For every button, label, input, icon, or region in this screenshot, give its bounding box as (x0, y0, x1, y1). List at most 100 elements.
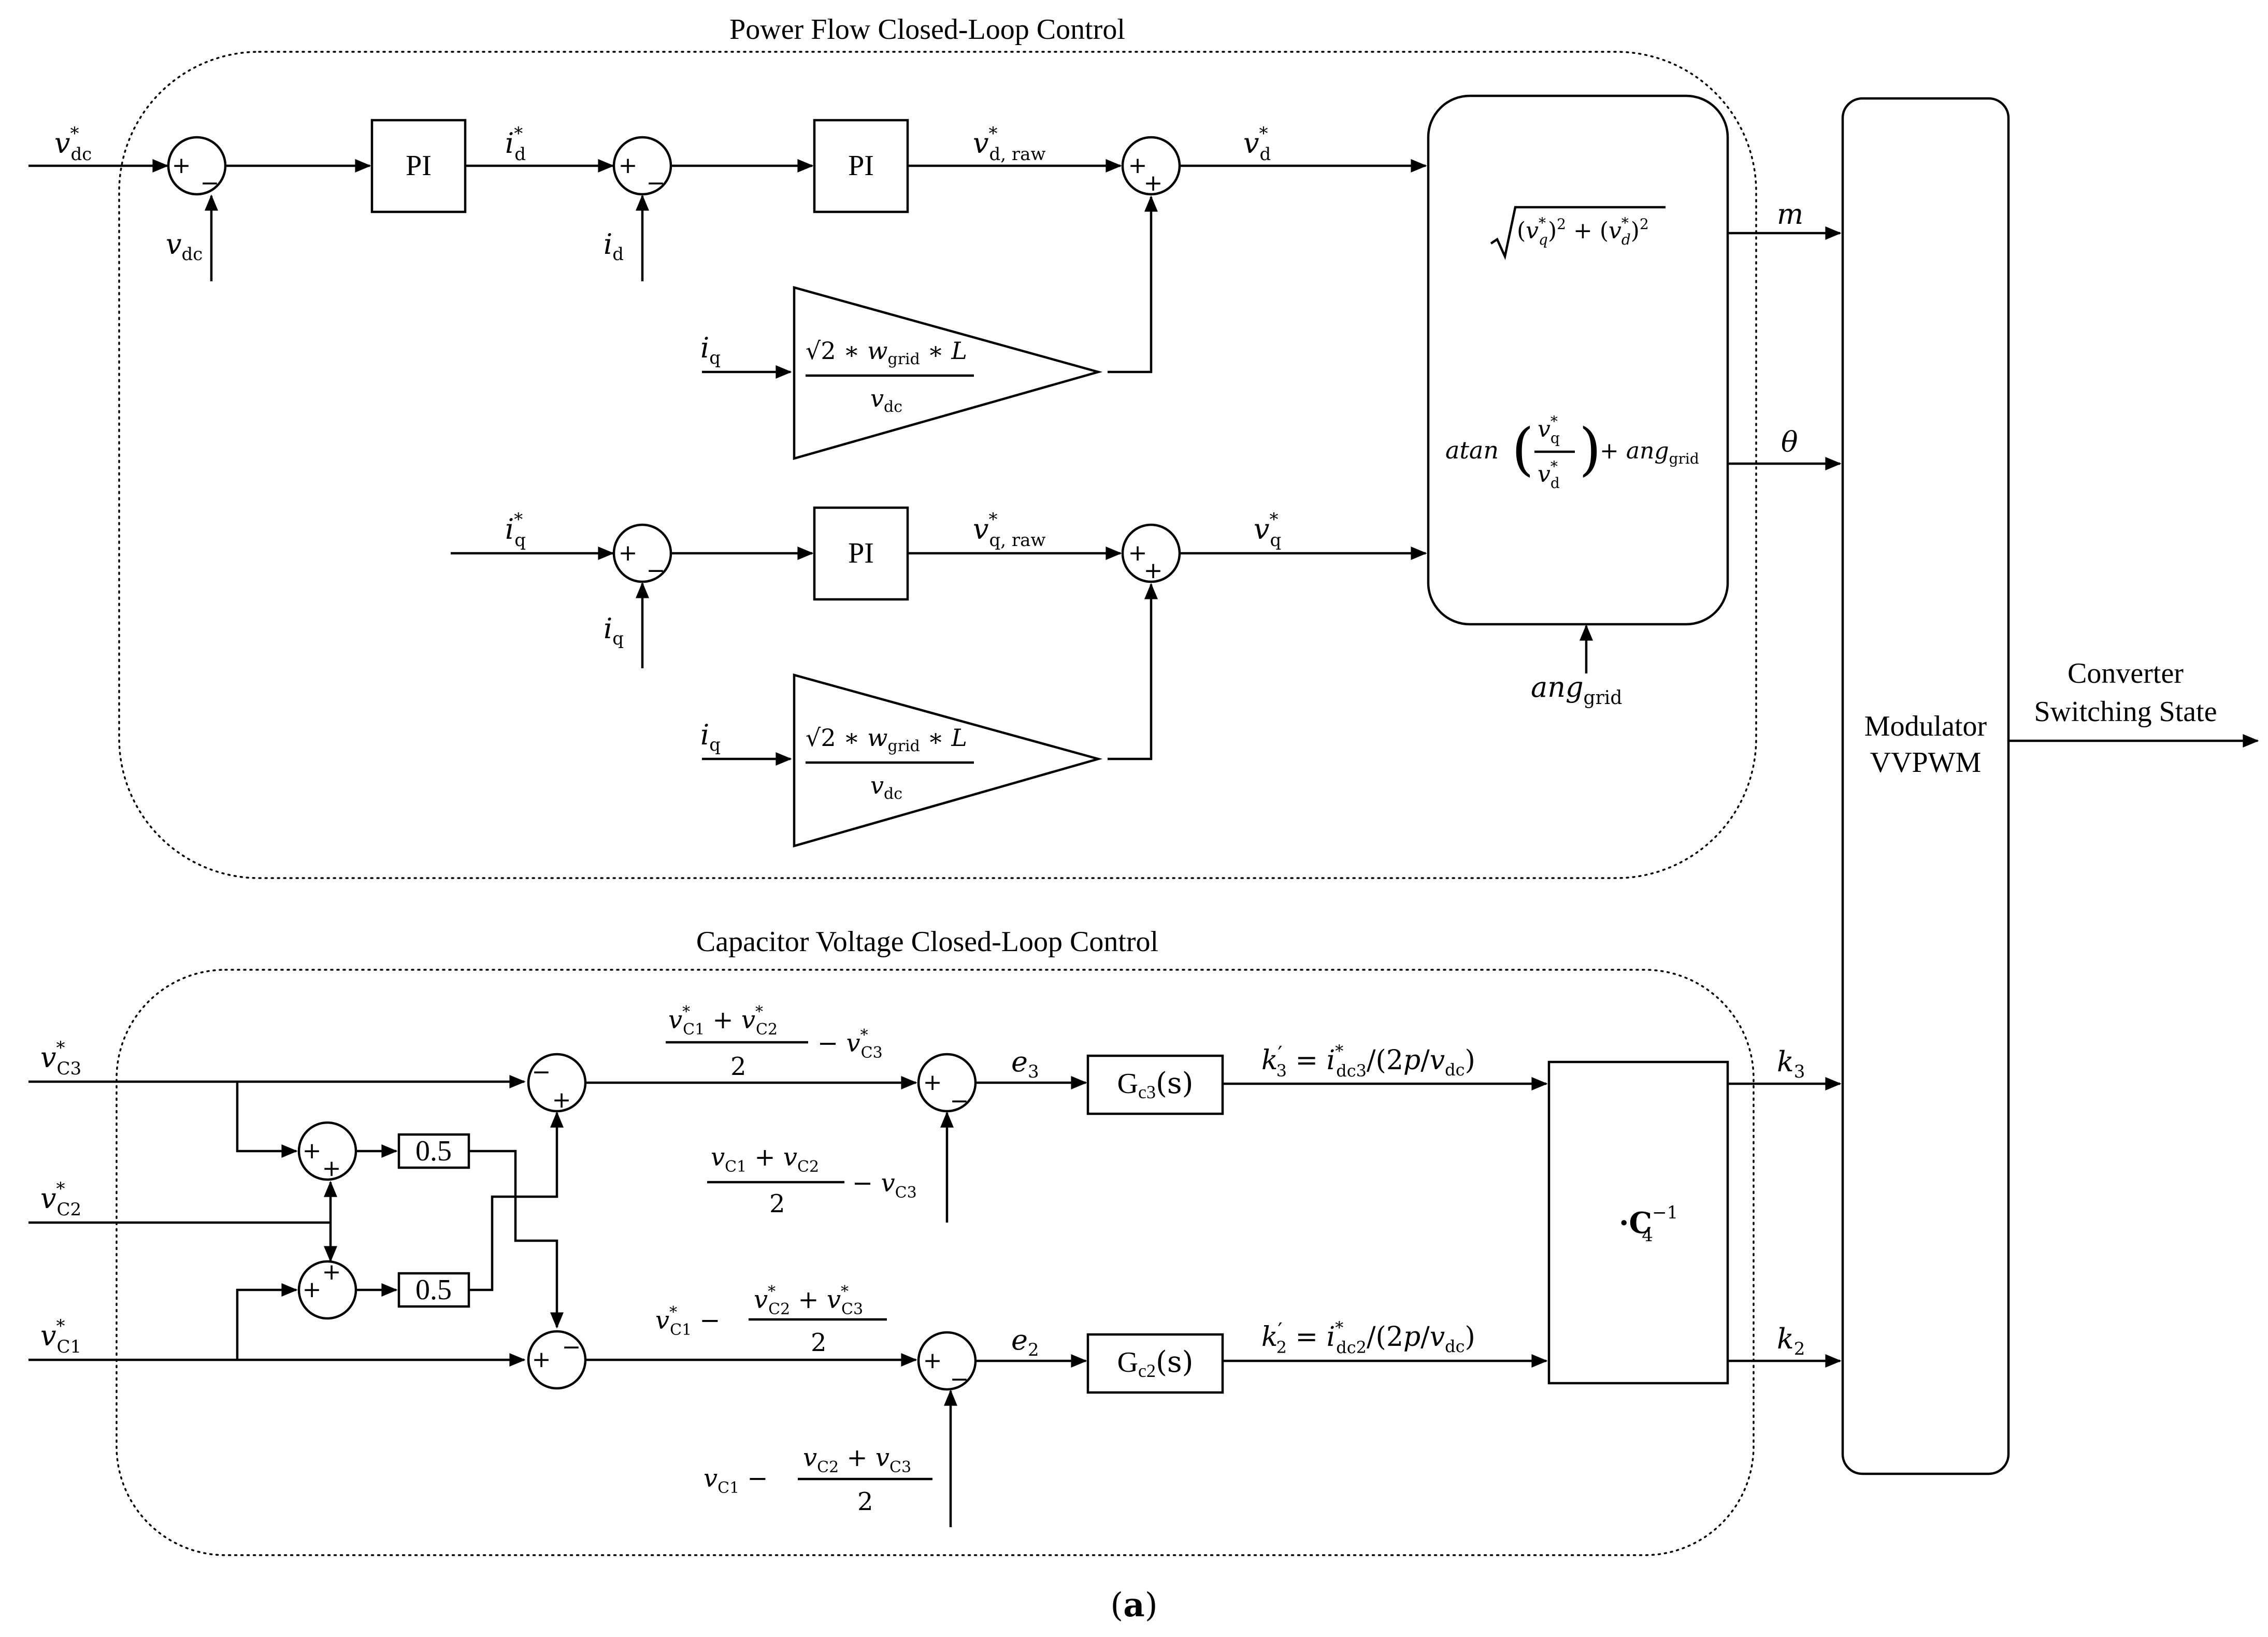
wire-gain-d-to-sum (1108, 195, 1158, 374)
sign-minus: − (562, 1334, 581, 1360)
label-vc1-ref: v*C1 (40, 1316, 81, 1357)
gain-block-q (793, 673, 1103, 848)
inverse-matrix-block (1547, 1060, 1729, 1385)
svg-text:vC1 −: vC1 − (704, 1464, 768, 1497)
pi-block-dc (370, 119, 467, 213)
svg-text:2: 2 (857, 1487, 873, 1516)
sign-plus: + (923, 1347, 942, 1374)
label-vdc-feedback: vdc (166, 228, 203, 265)
svg-text:v*q: v*q (1538, 413, 1560, 447)
power-flow-group-title: Power Flow Closed-Loop Control (729, 13, 1125, 46)
label-vd-raw: v*d, raw (973, 123, 1046, 165)
label-c1-err-ref: v*C1 − v*C2 + v*C3 2 (655, 1283, 887, 1357)
svg-text:vdc: vdc (870, 384, 902, 416)
label-vc3-ref: v*C3 (40, 1038, 81, 1079)
capacitor-group-title: Capacitor Voltage Closed-Loop Control (696, 926, 1158, 958)
wire-vc1-branch (236, 1283, 298, 1360)
pi-block-dc-label: PI (406, 150, 432, 182)
pi-block-q (813, 506, 909, 601)
label-vd-ref: v*d (1243, 123, 1271, 165)
sign-plus: + (532, 1346, 551, 1373)
label-m: m (1777, 198, 1803, 231)
label-vq-ref: v*q (1254, 509, 1281, 551)
magnitude-formula: (v*q)2 + (v*d)2 (1490, 206, 1666, 261)
wire-half-top-to-sum-c1 (469, 1150, 564, 1329)
pi-block-q-label: PI (848, 537, 874, 569)
sign-plus: + (552, 1087, 571, 1113)
gc2-controller-block (1086, 1333, 1224, 1394)
svg-text:v*d: v*d (1538, 458, 1560, 492)
gain-formula-d: √2 ∗ wgrid ∗ L vdc (806, 337, 974, 416)
label-vc1-feedback: vC1 − vC2 + vC3 2 (704, 1443, 932, 1516)
svg-text:v*C2 + v*C3: v*C2 + v*C3 (754, 1283, 863, 1318)
wire-vc3-branch (236, 1082, 298, 1158)
sign-plus: + (1144, 170, 1163, 196)
gc2-controller-label: Gc2(s) (1117, 1345, 1194, 1381)
sign-plus: + (1128, 540, 1147, 566)
svg-text:): ) (1579, 416, 1601, 482)
svg-text:v*C1 + v*C2: v*C1 + v*C2 (668, 1003, 778, 1039)
svg-text:(v*q)2 + (v*d)2: (v*q)2 + (v*d)2 (1517, 214, 1649, 248)
pi-block-d (813, 119, 909, 213)
sign-minus: − (647, 557, 666, 584)
sign-minus: − (950, 1366, 969, 1392)
label-iq-ref: i*q (505, 509, 526, 551)
svg-text:atan: atan (1445, 436, 1499, 464)
sign-plus: + (619, 540, 638, 566)
modulator-sublabel: VVPWM (1870, 746, 1982, 779)
label-id-ref: i*d (505, 123, 526, 165)
sign-plus: + (923, 1069, 942, 1096)
sign-plus: + (172, 152, 191, 179)
label-k2-prime: k′2 = i*dc2/(2p/vdc) (1261, 1318, 1475, 1357)
svg-text:2: 2 (769, 1189, 785, 1218)
gc3-controller-label: Gc3(s) (1117, 1067, 1194, 1102)
sign-minus: − (200, 170, 220, 196)
half-gain-top-label: 0.5 (415, 1135, 452, 1167)
sign-plus: + (303, 1276, 322, 1303)
label-iq-gain-d: iq (700, 332, 721, 368)
label-iq-gain-q: iq (700, 719, 721, 755)
figure-label: (a) (1110, 1586, 1157, 1625)
modulator-label: Modulator (1864, 710, 1987, 742)
sign-plus: + (322, 1259, 341, 1285)
label-theta: θ (1781, 426, 1798, 458)
label-iq-feedback: iq (604, 612, 624, 649)
sign-minus: − (647, 170, 666, 196)
label-ang-grid: anggrid (1531, 671, 1622, 709)
sign-minus: − (532, 1059, 551, 1085)
half-gain-bottom (397, 1272, 470, 1308)
output-label-line1: Converter (2068, 657, 2184, 690)
svg-text:− v*C3: − v*C3 (817, 1026, 883, 1062)
label-e2: e2 (1011, 1324, 1039, 1360)
label-k3: k3 (1777, 1045, 1805, 1082)
angle-formula: atan ( v*q v*d ) + anggrid (1445, 413, 1699, 492)
svg-text:v*C1 −: v*C1 − (655, 1303, 721, 1339)
wire-half-bottom-to-sum-c3 (469, 1111, 564, 1291)
svg-text:+ anggrid: + anggrid (1600, 438, 1699, 467)
sign-plus: + (619, 152, 638, 179)
pi-block-d-label: PI (848, 150, 874, 182)
label-vq-raw: v*q, raw (973, 509, 1046, 551)
half-gain-top (397, 1133, 470, 1169)
svg-text:2: 2 (811, 1328, 827, 1357)
label-vdc-ref: v*dc (54, 123, 92, 165)
label-vc2-ref: v*C2 (40, 1179, 81, 1220)
sign-plus: + (1128, 152, 1147, 179)
svg-text:√2 ∗ wgrid ∗ L: √2 ∗ wgrid ∗ L (806, 337, 967, 368)
label-c3-err-ref: v*C1 + v*C2 2 − v*C3 (666, 1003, 883, 1081)
svg-text:vC1 + vC2: vC1 + vC2 (711, 1143, 819, 1176)
label-k3-prime: k′3 = i*dc3/(2p/vdc) (1261, 1041, 1475, 1081)
polar-conversion-block (1427, 94, 1729, 626)
gain-formula-q: √2 ∗ wgrid ∗ L vdc (806, 724, 974, 803)
label-e3: e3 (1011, 1045, 1039, 1082)
modulator-vvpwm-block (1841, 97, 2010, 1475)
svg-text:(: ( (1512, 416, 1534, 482)
label-id-feedback: id (604, 228, 624, 265)
sign-plus: + (322, 1155, 341, 1182)
svg-text:− vC3: − vC3 (852, 1169, 917, 1202)
output-label-line2: Switching State (2034, 696, 2217, 728)
sign-plus: + (303, 1138, 322, 1164)
label-k2: k2 (1777, 1323, 1805, 1359)
wire-gain-q-to-sum (1108, 583, 1158, 760)
